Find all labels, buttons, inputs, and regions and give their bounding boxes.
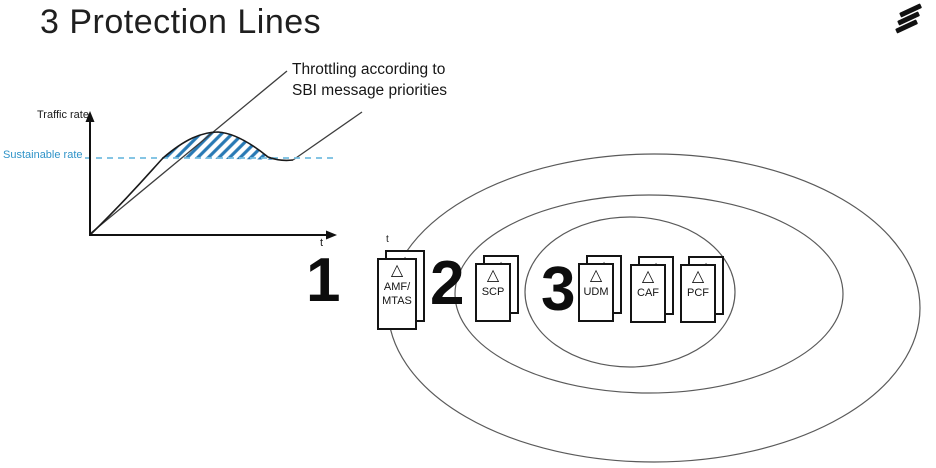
warning-triangle-icon: △ bbox=[589, 267, 603, 284]
nf-card-stack-udm: △ △ UDM bbox=[578, 255, 628, 339]
sustainable-rate-label: Sustainable rate bbox=[3, 149, 83, 161]
warning-triangle-icon: △ bbox=[641, 268, 655, 285]
post-throttle-line bbox=[292, 111, 363, 161]
nf-label: SCP bbox=[481, 286, 505, 298]
nf-card-amf-mtas: △ AMF/ MTAS bbox=[377, 258, 417, 330]
stray-t-label: t bbox=[386, 234, 389, 245]
nf-card-stack-caf: △ △ CAF bbox=[630, 256, 680, 340]
offered-load-line bbox=[90, 70, 288, 234]
protection-line-number-2: 2 bbox=[430, 249, 465, 318]
annotation-line-2: SBI message priorities bbox=[292, 82, 448, 99]
nf-label: MTAS bbox=[382, 295, 412, 307]
ring-middle bbox=[454, 194, 844, 394]
y-axis-label: Traffic rate bbox=[37, 109, 89, 121]
nf-label: UDM bbox=[583, 286, 609, 298]
nf-label: CAF bbox=[637, 287, 659, 299]
nf-card-udm: △ UDM bbox=[578, 263, 614, 322]
nf-label: AMF/ bbox=[383, 281, 411, 293]
x-axis-label: t bbox=[320, 237, 324, 249]
ring-inner bbox=[524, 216, 736, 368]
actual-traffic-curve bbox=[90, 131, 294, 235]
nf-card-stack-amf-mtas: △ △ AMF/ MTAS bbox=[377, 250, 427, 334]
throttled-area bbox=[163, 132, 293, 161]
traffic-chart bbox=[85, 70, 363, 240]
warning-triangle-icon: △ bbox=[486, 267, 500, 284]
nf-card-stack-scp: △ △ SCP bbox=[475, 255, 525, 339]
nf-card-caf: △ CAF bbox=[630, 264, 666, 323]
nf-card-pcf: △ PCF bbox=[680, 264, 716, 323]
nf-label: PCF bbox=[687, 287, 709, 299]
ericsson-logo-icon bbox=[895, 3, 925, 36]
annotation-line-1: Throttling according to bbox=[292, 61, 446, 78]
nf-card-stack-pcf: △ △ PCF bbox=[680, 256, 730, 340]
protection-line-number-3: 3 bbox=[541, 255, 576, 324]
page-title: 3 Protection Lines bbox=[40, 3, 322, 41]
throttling-annotation: Throttling according to SBI message prio… bbox=[292, 59, 447, 101]
warning-triangle-icon: △ bbox=[691, 268, 705, 285]
nf-card-scp: △ SCP bbox=[475, 263, 511, 322]
protection-line-number-1: 1 bbox=[306, 246, 341, 315]
y-axis-arrowhead bbox=[85, 111, 95, 122]
warning-triangle-icon: △ bbox=[390, 262, 404, 279]
x-axis-arrowhead bbox=[326, 230, 337, 240]
